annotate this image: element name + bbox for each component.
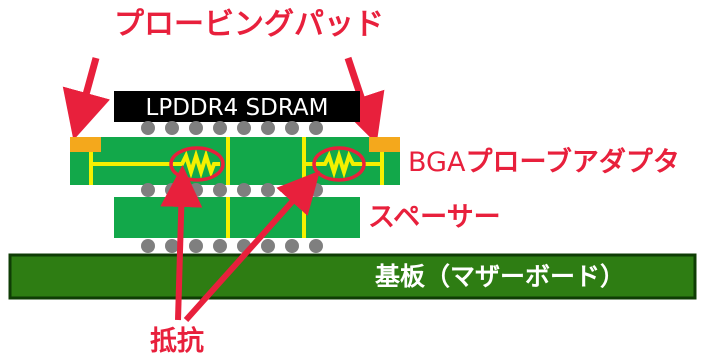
resistor-arrow-left [160, 165, 203, 321]
spacer [114, 197, 360, 238]
resistor-arrow-right [183, 170, 321, 323]
zigzag-resistor-icon [176, 149, 220, 179]
probing-pad-arrow-left [62, 57, 111, 141]
probing-pad-right [369, 137, 400, 152]
sdram-chip-label: LPDDR4 SDRAM [146, 95, 329, 121]
solder-balls-bottom [141, 239, 323, 253]
probing-pad-label: プロービングパッド [114, 7, 384, 42]
probing-pad-left [70, 137, 101, 152]
resistor-label: 抵抗 [150, 325, 204, 357]
sdram-chip: LPDDR4 SDRAM [114, 91, 360, 122]
motherboard: 基板（マザーボード） [8, 253, 697, 300]
bga-probe-adapter [70, 137, 400, 185]
bga-adapter-label: BGAプローブアダプタ [408, 146, 680, 178]
bga-adapter-label-suffix: プローブアダプタ [465, 146, 679, 178]
zigzag-resistor-icon [320, 149, 358, 179]
resistor-right [312, 146, 366, 182]
solder-balls-top [141, 121, 323, 135]
bga-adapter-label-prefix: BGA [408, 147, 466, 178]
spacer-label: スペーサー [368, 202, 501, 233]
motherboard-label: 基板（マザーボード） [375, 262, 625, 291]
